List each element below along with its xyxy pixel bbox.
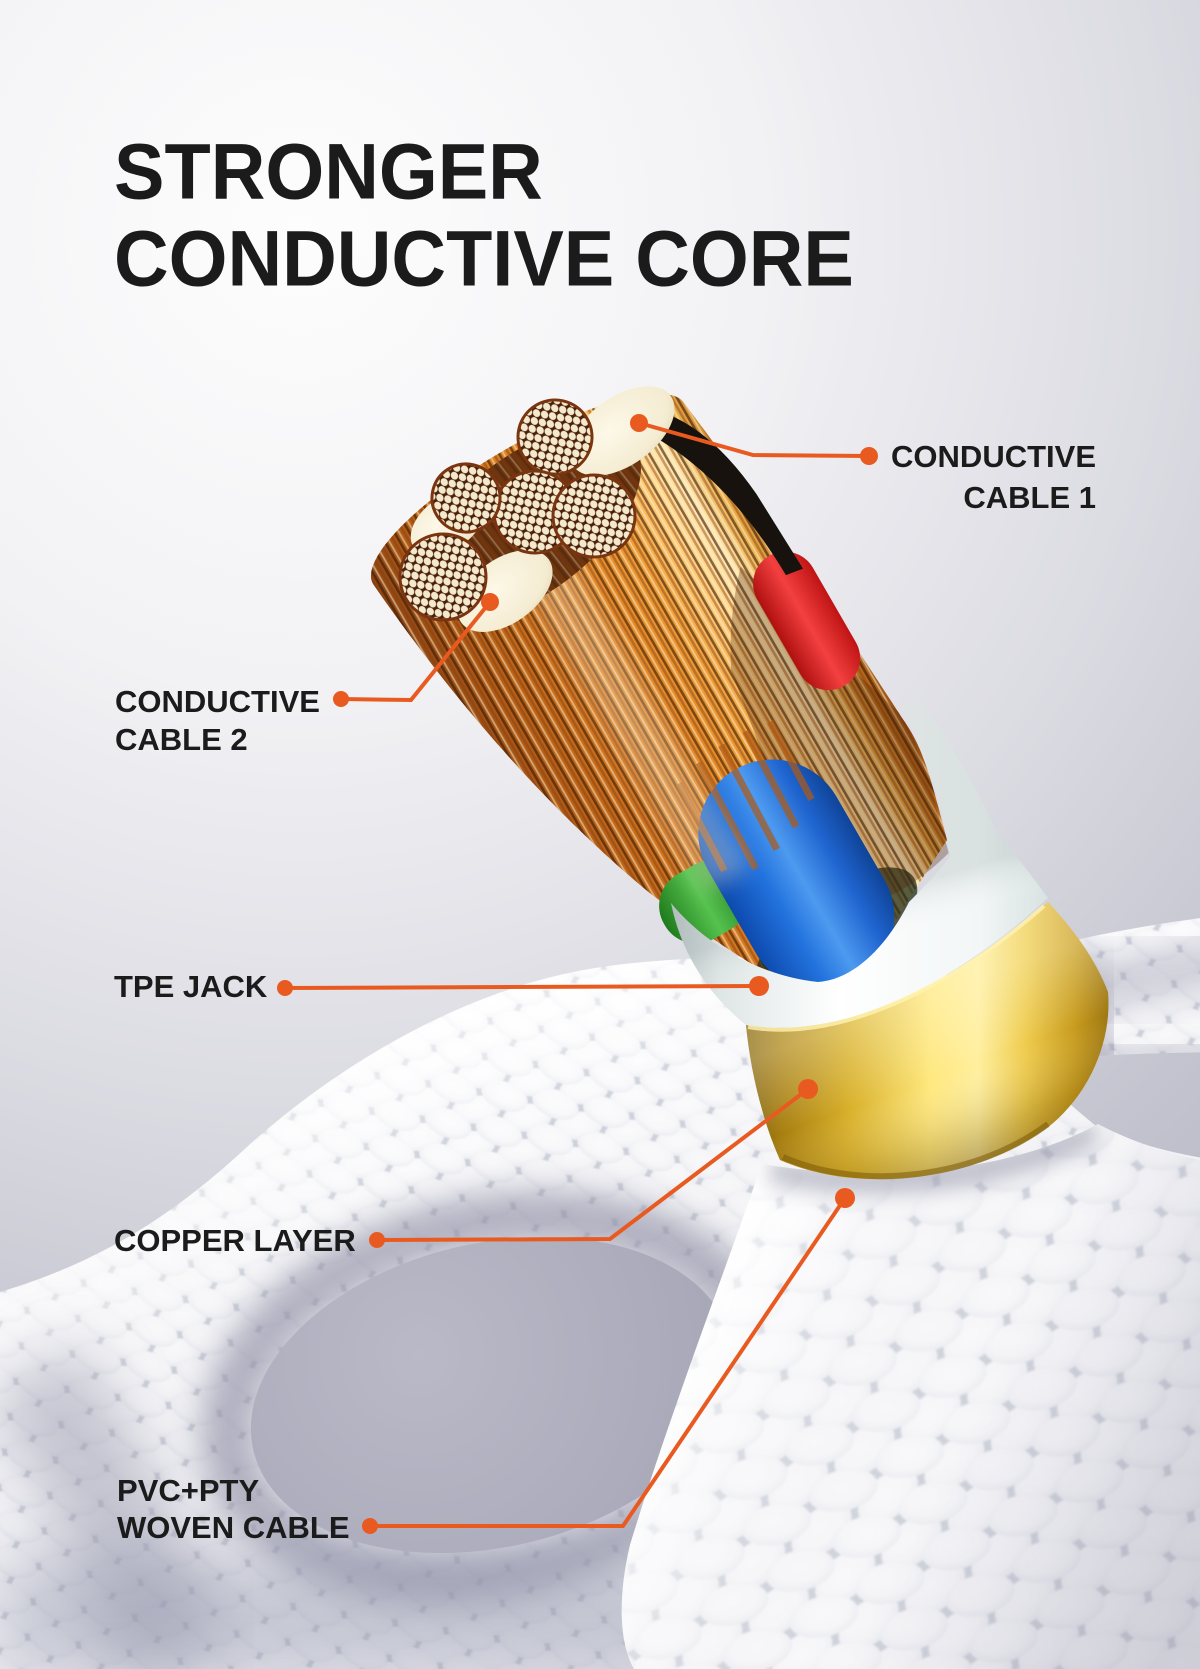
svg-text:COPPER LAYER: COPPER LAYER [114,1223,356,1258]
svg-text:CONDUCTIVE CORE: CONDUCTIVE CORE [114,215,854,303]
svg-text:CABLE 2: CABLE 2 [115,722,248,757]
svg-text:CONDUCTIVE: CONDUCTIVE [891,439,1096,474]
svg-text:TPE JACK: TPE JACK [114,969,268,1004]
svg-text:STRONGER: STRONGER [114,128,543,216]
svg-text:PVC+PTY: PVC+PTY [117,1473,259,1508]
svg-text:CABLE 1: CABLE 1 [963,480,1096,515]
svg-text:WOVEN CABLE: WOVEN CABLE [117,1510,350,1545]
svg-text:CONDUCTIVE: CONDUCTIVE [115,684,320,719]
